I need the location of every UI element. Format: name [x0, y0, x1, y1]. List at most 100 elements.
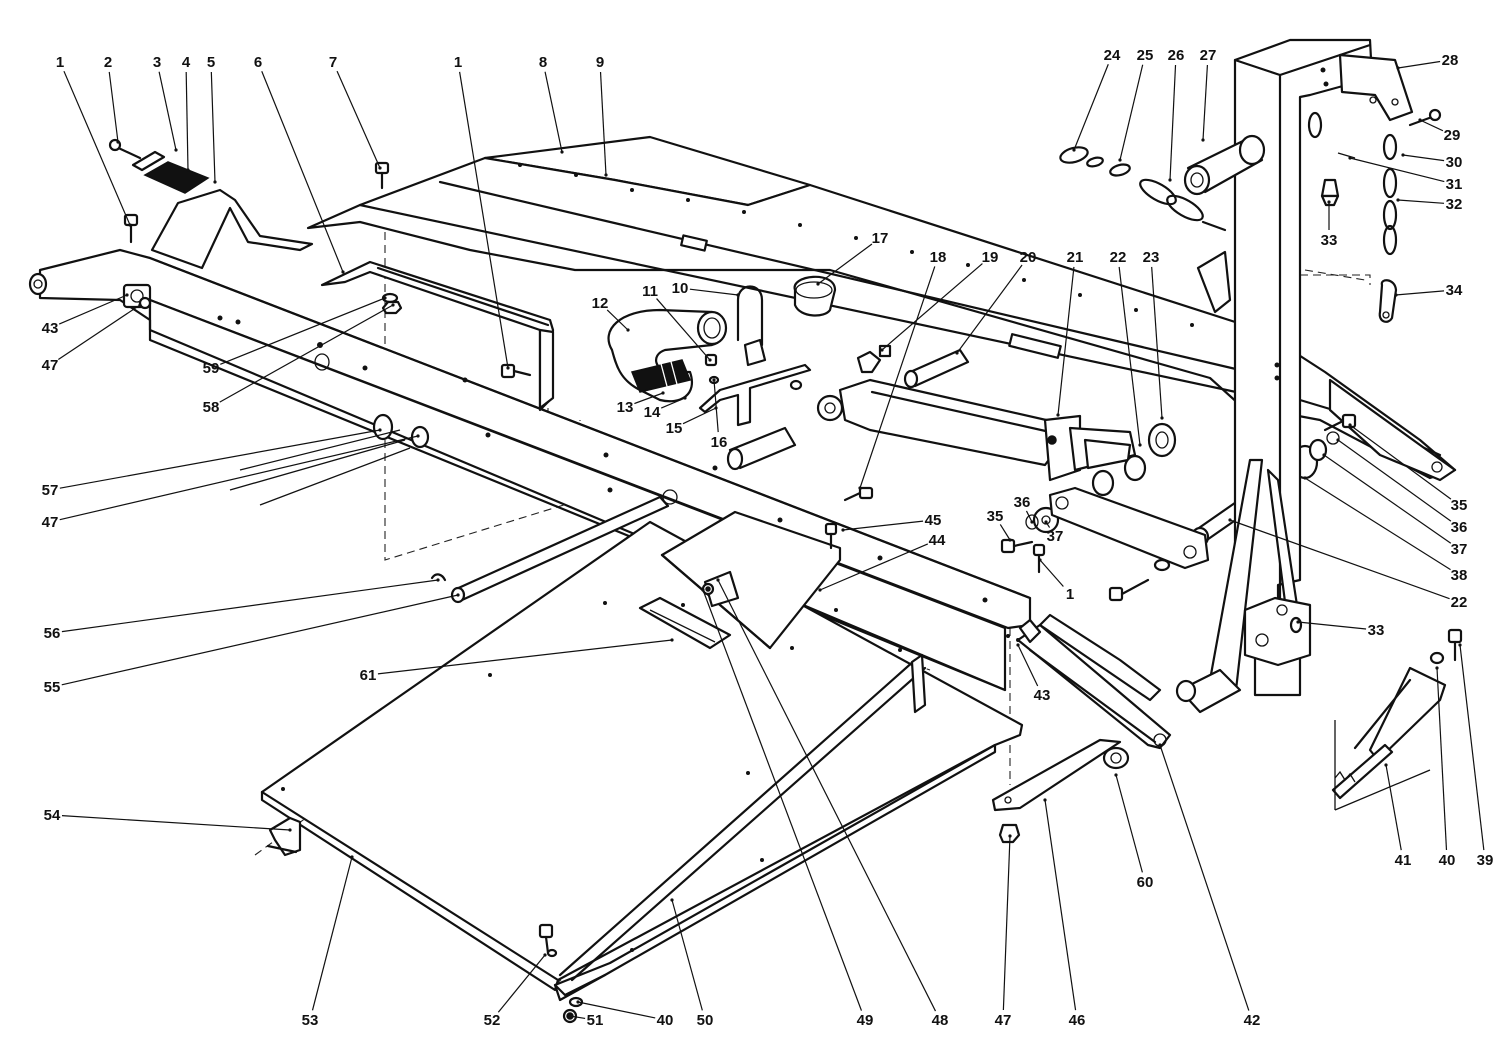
leader-tip-c58	[391, 303, 395, 307]
leader-tip-c3	[174, 148, 178, 152]
leader-line-c25	[1119, 64, 1144, 161]
callout-number-c57: 57	[42, 482, 59, 499]
callout-number-c19: 19	[982, 249, 999, 266]
callout-number-c22b: 22	[1451, 594, 1468, 611]
callout-number-c28: 28	[1442, 52, 1459, 69]
leader-tip-c45	[841, 528, 845, 532]
leader-line-c55	[61, 594, 459, 686]
leader-tip-c28	[1396, 66, 1400, 70]
callout-number-c24: 24	[1104, 47, 1121, 64]
callout-number-c23: 23	[1143, 249, 1160, 266]
leader-line-c20	[956, 264, 1023, 354]
leader-tip-c22a	[1138, 443, 1142, 447]
callout-number-c47a: 47	[42, 357, 59, 374]
leader-line-c42	[1159, 744, 1250, 1011]
callout-number-c35b: 35	[1451, 497, 1468, 514]
link-plate	[1000, 413, 1357, 602]
callout-number-c50: 50	[697, 1012, 714, 1029]
leader-line-c11	[656, 298, 711, 361]
tube-clamp-ribs	[659, 357, 679, 391]
leader-tip-c20	[955, 351, 959, 355]
leader-line-c50	[671, 899, 703, 1011]
callout-number-c37a: 37	[1047, 528, 1064, 545]
callout-number-c59: 59	[203, 360, 220, 377]
callout-number-c4: 4	[182, 54, 191, 71]
callout-number-c7: 7	[329, 54, 337, 71]
floor-platform	[260, 510, 1024, 1024]
leader-tip-c13	[661, 391, 665, 395]
leader-tip-c46	[1043, 798, 1047, 802]
leader-tip-c10	[736, 293, 740, 297]
bushing	[793, 275, 837, 317]
callout-number-c52: 52	[484, 1012, 501, 1029]
leader-line-c4	[185, 71, 189, 171]
leader-line-c1a	[63, 70, 131, 226]
inner-channel	[320, 260, 555, 412]
leader-line-c44	[819, 543, 929, 591]
leader-line-c43a	[58, 294, 128, 325]
leader-line-c48	[717, 579, 937, 1012]
hitch-tower	[1175, 38, 1414, 714]
callout-number-c21: 21	[1067, 249, 1084, 266]
leader-line-c5	[210, 71, 216, 183]
leader-line-c35b	[1349, 424, 1452, 500]
callout-number-c45: 45	[925, 512, 942, 529]
leader-tip-c51	[568, 1014, 572, 1018]
leader-line-c49	[702, 589, 863, 1011]
callout-number-c43a: 43	[42, 320, 59, 337]
callout-number-c47c: 47	[995, 1012, 1012, 1029]
leader-tip-c49	[701, 588, 705, 592]
leader-line-c59	[220, 297, 386, 365]
leader-line-c19	[881, 263, 983, 351]
leader-line-c16	[713, 379, 719, 433]
callout-number-c30: 30	[1446, 154, 1463, 171]
callout-number-c9: 9	[596, 54, 604, 71]
leader-line-c39	[1459, 644, 1485, 851]
callout-number-c12: 12	[592, 295, 609, 312]
leader-line-c14	[660, 397, 686, 409]
leader-tip-c16	[712, 378, 716, 382]
leader-tip-c37a	[1044, 520, 1048, 524]
leader-line-c47a	[57, 304, 141, 360]
chain-links	[1059, 108, 1442, 323]
leader-tip-c2	[116, 140, 120, 144]
callout-number-c29: 29	[1444, 127, 1461, 144]
callout-number-c33b: 33	[1368, 622, 1385, 639]
callout-number-c46: 46	[1069, 1012, 1086, 1029]
roller-wheels	[229, 413, 430, 506]
leader-tip-c23	[1160, 416, 1164, 420]
callout-number-c6: 6	[254, 54, 262, 71]
leader-tip-c47b	[416, 434, 420, 438]
leader-line-c10	[689, 288, 739, 296]
leader-tip-c29	[1418, 118, 1422, 122]
platform-holes	[281, 601, 902, 952]
leader-line-c17	[817, 243, 873, 285]
callout-number-c42: 42	[1244, 1012, 1261, 1029]
leader-tip-c19	[880, 348, 884, 352]
callout-number-c44: 44	[929, 532, 946, 549]
leader-tip-c44	[818, 588, 822, 592]
leader-tip-c17	[816, 282, 820, 286]
leader-tip-c55	[456, 593, 460, 597]
leader-tip-c48	[716, 578, 720, 582]
leader-line-c29	[1419, 119, 1444, 132]
callout-number-c26: 26	[1168, 47, 1185, 64]
leader-line-c18	[859, 266, 936, 489]
leader-line-c33b	[1297, 621, 1367, 630]
leader-tip-c33b	[1296, 620, 1300, 624]
leader-tip-c52	[543, 953, 547, 957]
leader-tip-c11	[708, 358, 712, 362]
leader-tip-c53	[350, 855, 354, 859]
leader-line-c1b	[459, 71, 509, 369]
callout-number-c22a: 22	[1110, 249, 1127, 266]
leader-tip-c34	[1394, 293, 1398, 297]
leader-tip-c43b	[1016, 643, 1020, 647]
callout-number-c56: 56	[44, 625, 61, 642]
lower-arm	[991, 613, 1172, 844]
leader-line-c6	[261, 71, 344, 273]
leader-tip-c60	[1114, 773, 1118, 777]
leader-tip-c50	[670, 898, 674, 902]
leader-line-c32	[1397, 199, 1445, 204]
callout-number-c16: 16	[711, 434, 728, 451]
long-bolt	[1331, 628, 1463, 811]
